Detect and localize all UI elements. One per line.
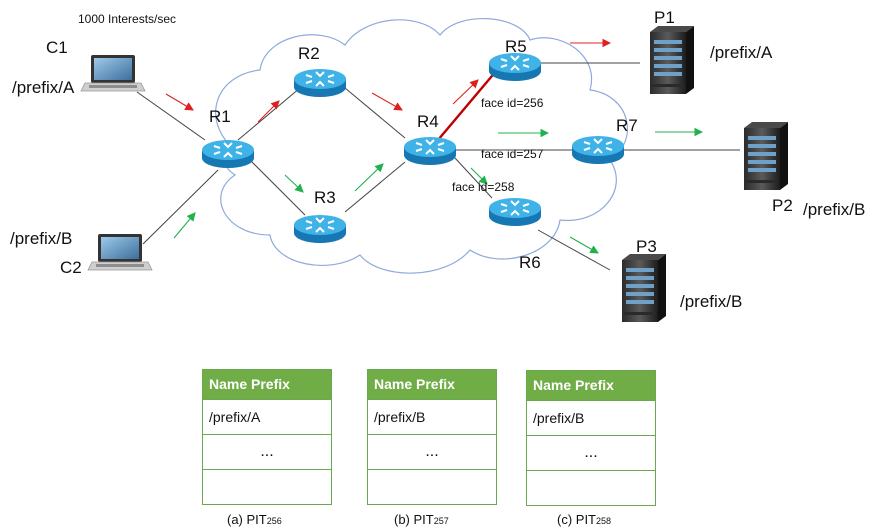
face-256-label: face id=256 xyxy=(481,96,544,110)
link-r3-r4 xyxy=(344,161,406,213)
producer-p1-prefix: /prefix/A xyxy=(710,43,773,62)
server-p1-icon xyxy=(650,26,694,94)
pit-row xyxy=(527,471,655,505)
link-r4-r6 xyxy=(454,157,493,199)
laptop-c1-icon xyxy=(80,54,146,92)
router-r2-label: R2 xyxy=(298,44,320,63)
router-r6-icon xyxy=(488,197,542,227)
server-p2-icon xyxy=(744,122,788,190)
caption-subscript: 257 xyxy=(433,516,449,526)
router-r6-label: R6 xyxy=(519,253,541,272)
router-r7-icon xyxy=(571,135,625,165)
router-r3-icon xyxy=(293,214,347,244)
producer-p2-label: P2 xyxy=(772,196,793,215)
caption-text: (c) PIT xyxy=(557,512,596,527)
rate-label: 1000 Interests/sec xyxy=(78,12,177,26)
router-r4-label: R4 xyxy=(417,112,439,131)
pit-257-caption: (b) PIT257 xyxy=(394,512,449,527)
pit-row: /prefix/B xyxy=(368,400,496,435)
face-258-label: face id=258 xyxy=(452,180,515,194)
server-p3-icon xyxy=(622,254,666,322)
pit-256-caption: (a) PIT256 xyxy=(227,512,282,527)
link-c2-r1 xyxy=(142,169,219,245)
link-r1-r2 xyxy=(237,87,301,141)
router-r7-label: R7 xyxy=(616,116,638,135)
face-257-label: face id=257 xyxy=(481,147,544,161)
pit-header: Name Prefix xyxy=(203,370,331,400)
pit-row: ... xyxy=(368,435,496,470)
producer-p1-label: P1 xyxy=(654,8,675,27)
pit-header: Name Prefix xyxy=(527,371,655,401)
link-r1-r3 xyxy=(249,159,306,216)
router-r1-label: R1 xyxy=(209,107,231,126)
interest-arrows-green xyxy=(173,127,704,254)
pit-header: Name Prefix xyxy=(368,370,496,400)
link-r4-r5-congested xyxy=(437,69,498,141)
router-r1-icon xyxy=(201,139,255,169)
caption-subscript: 256 xyxy=(266,516,282,526)
pit-table-258: Name Prefix /prefix/B ... xyxy=(526,370,656,506)
consumer-c1-prefix: /prefix/A xyxy=(12,78,75,97)
pit-row: ... xyxy=(203,435,331,470)
pit-row: /prefix/B xyxy=(527,401,655,436)
router-r5-icon xyxy=(488,52,542,82)
router-r4-icon xyxy=(403,136,457,166)
pit-row xyxy=(203,470,331,504)
consumer-c2-label: C2 xyxy=(60,258,82,277)
pit-258-caption: (c) PIT258 xyxy=(557,512,611,527)
link-r2-r4 xyxy=(344,87,406,139)
router-r3-label: R3 xyxy=(314,188,336,207)
router-r2-icon xyxy=(293,68,347,98)
producer-p2-prefix: /prefix/B xyxy=(803,200,866,219)
caption-text: (b) PIT xyxy=(394,512,434,527)
consumer-c2-prefix: /prefix/B xyxy=(10,229,73,248)
caption-text: (a) PIT xyxy=(227,512,267,527)
laptop-c2-icon xyxy=(87,233,153,271)
producer-p3-prefix: /prefix/B xyxy=(680,292,743,311)
producer-p3-label: P3 xyxy=(636,237,657,256)
caption-subscript: 258 xyxy=(596,516,612,526)
pit-row: ... xyxy=(527,436,655,471)
pit-table-257: Name Prefix /prefix/B ... xyxy=(367,369,497,505)
link-c1-r1 xyxy=(136,91,206,141)
pit-row xyxy=(368,470,496,504)
link-r6-p3 xyxy=(537,229,611,271)
pit-row: /prefix/A xyxy=(203,400,331,435)
interest-arrows-red xyxy=(165,38,612,123)
links xyxy=(136,62,740,271)
router-r5-label: R5 xyxy=(505,37,527,56)
consumer-c1-label: C1 xyxy=(46,38,68,57)
pit-table-256: Name Prefix /prefix/A ... xyxy=(202,369,332,505)
